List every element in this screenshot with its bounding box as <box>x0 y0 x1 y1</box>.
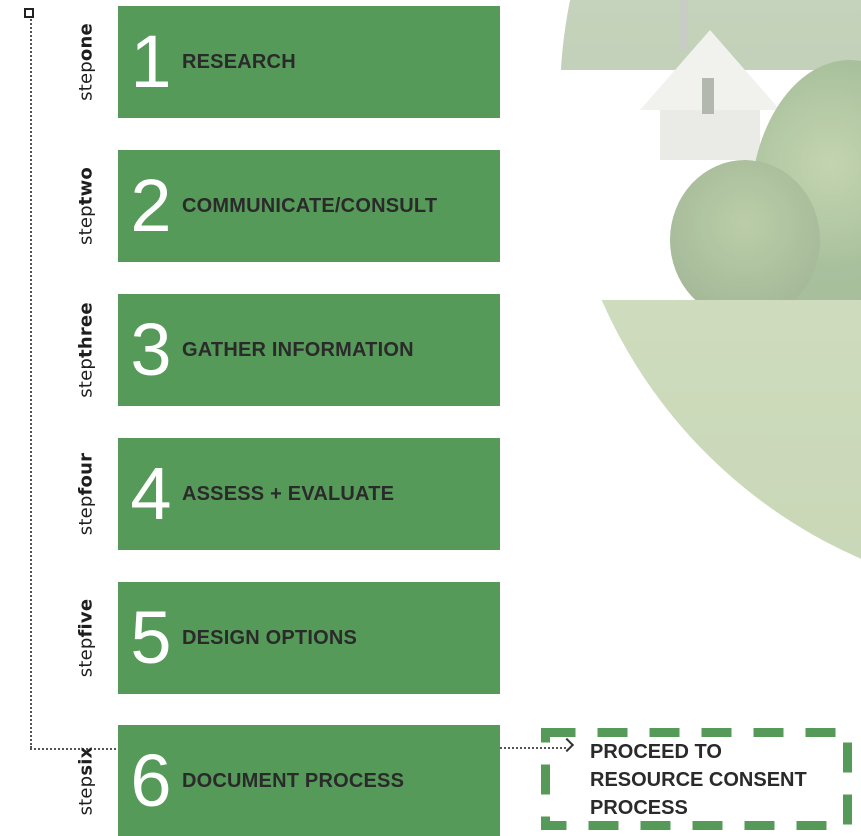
step-number: 5 <box>130 596 172 679</box>
dashed-outcome-border <box>541 728 852 830</box>
step-label-prefix: step <box>75 357 97 398</box>
step-box-design-options[interactable]: 5 DESIGN OPTIONS <box>118 582 500 694</box>
outcome-text[interactable]: PROCEED TO RESOURCE CONSENT PROCESS <box>590 741 807 819</box>
step-label-word: six <box>75 746 97 776</box>
timeline-horizontal-line <box>30 748 116 750</box>
step-title: DOCUMENT PROCESS <box>182 769 405 792</box>
timeline-vertical-line <box>30 16 32 748</box>
step-label-word: four <box>75 452 97 496</box>
step-label-word: one <box>75 23 97 62</box>
step-number: 2 <box>130 164 172 247</box>
step-title: DESIGN OPTIONS <box>182 626 358 649</box>
step-number: 4 <box>130 452 172 535</box>
step-box-research[interactable]: 1 RESEARCH <box>118 6 500 118</box>
step-label-2: steptwo <box>66 150 106 262</box>
photo-window <box>702 78 714 114</box>
step-label-prefix: step <box>75 775 97 816</box>
step-row-5: stepfive 5 DESIGN OPTIONS <box>0 582 520 694</box>
step-label-prefix: step <box>75 61 97 101</box>
step-title: ASSESS + EVALUATE <box>182 482 395 505</box>
step-title: RESEARCH <box>182 50 296 73</box>
step-row-2: steptwo 2 COMMUNICATE/CONSULT <box>0 150 520 262</box>
step-title: COMMUNICATE/CONSULT <box>182 194 438 217</box>
photo-house <box>640 0 780 160</box>
step-title: GATHER INFORMATION <box>182 338 414 361</box>
step-label-word: five <box>75 598 97 638</box>
photo-shrub <box>670 160 820 320</box>
step-label-3: stepthree <box>66 294 106 406</box>
photo-chimney <box>680 0 688 50</box>
step-label-prefix: step <box>75 205 97 245</box>
step-row-4: stepfour 4 ASSESS + EVALUATE <box>0 438 520 550</box>
photo-wall <box>660 110 760 160</box>
step-label-6: stepsix <box>66 725 106 836</box>
background-photo <box>560 0 861 600</box>
step-label-4: stepfour <box>66 438 106 550</box>
step-box-communicate[interactable]: 2 COMMUNICATE/CONSULT <box>118 150 500 262</box>
step-label-word: two <box>75 167 97 206</box>
photo-grass <box>560 300 861 600</box>
step-box-gather-information[interactable]: 3 GATHER INFORMATION <box>118 294 500 406</box>
step-row-3: stepthree 3 GATHER INFORMATION <box>0 294 520 406</box>
step-label-word: three <box>75 302 97 358</box>
step-box-assess-evaluate[interactable]: 4 ASSESS + EVALUATE <box>118 438 500 550</box>
step-number: 1 <box>130 20 172 103</box>
step-box-document-process[interactable]: 6 DOCUMENT PROCESS <box>118 725 500 836</box>
connector-line <box>500 747 566 749</box>
photo-veil <box>560 0 861 600</box>
step-number: 3 <box>130 308 172 391</box>
step-label-5: stepfive <box>66 582 106 694</box>
step-number: 6 <box>130 739 172 822</box>
step-label-1: stepone <box>66 6 106 118</box>
square-outline-icon <box>24 8 34 18</box>
step-row-6: stepsix 6 DOCUMENT PROCESS <box>0 725 520 836</box>
step-row-1: stepone 1 RESEARCH <box>0 6 520 118</box>
step-label-prefix: step <box>75 495 97 536</box>
step-label-prefix: step <box>75 637 97 678</box>
